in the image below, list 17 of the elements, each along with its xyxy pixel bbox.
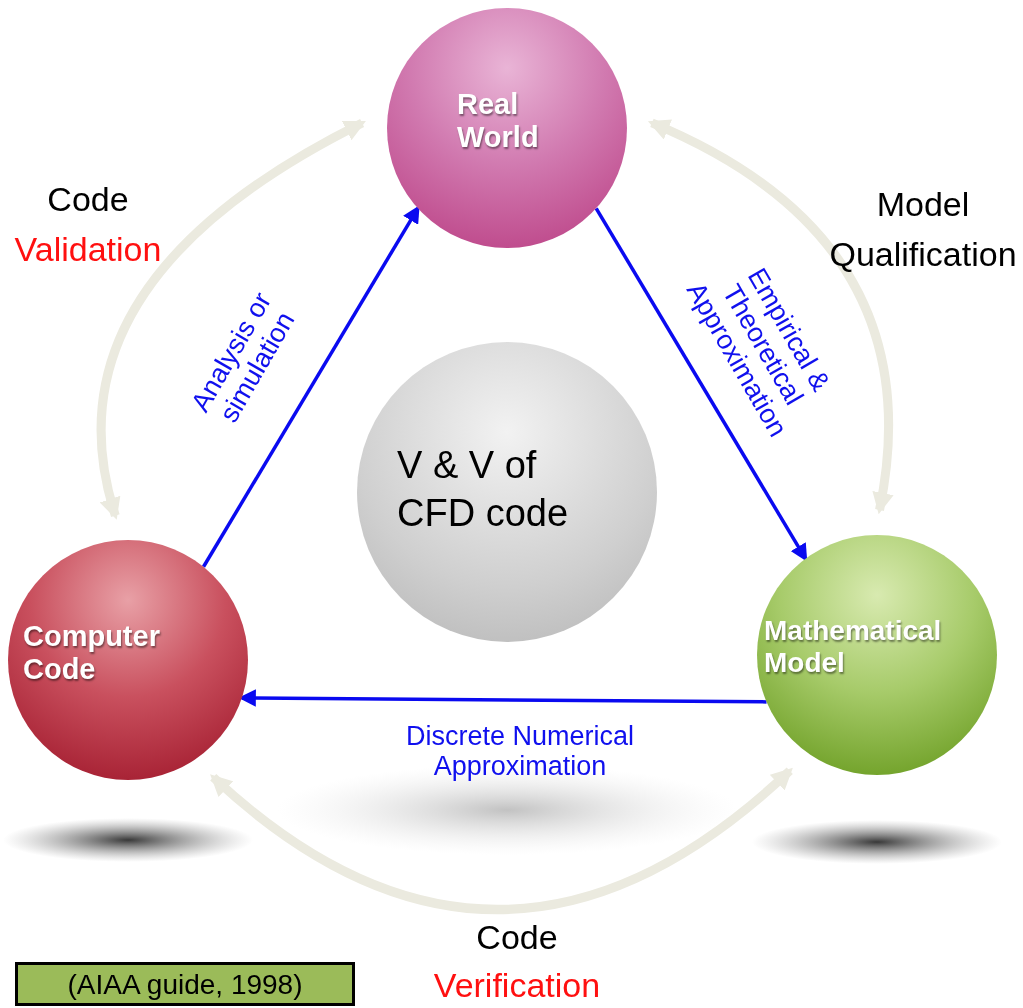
node-label: Mathematical Model <box>764 615 943 680</box>
annotation-text: Verification <box>433 966 601 1005</box>
annotation-text: Code <box>476 918 558 957</box>
node-label: (AIAA guide, 1998) <box>66 969 304 1002</box>
arrow <box>209 767 793 914</box>
note-box <box>15 962 355 1006</box>
annotation-text: Code <box>47 180 129 219</box>
annotation-text: Qualification <box>829 235 1017 274</box>
annotation-text: Validation <box>14 230 162 269</box>
node-label: V & V of CFD code <box>397 443 570 536</box>
node-label: Computer Code <box>23 620 161 687</box>
arrow <box>202 205 420 568</box>
node-label: Real World <box>457 88 540 155</box>
arrow <box>648 118 893 515</box>
annotation-text: Model <box>876 185 970 224</box>
edge-label: Discrete Numerical Approximation <box>404 720 636 783</box>
arrow <box>96 118 366 520</box>
